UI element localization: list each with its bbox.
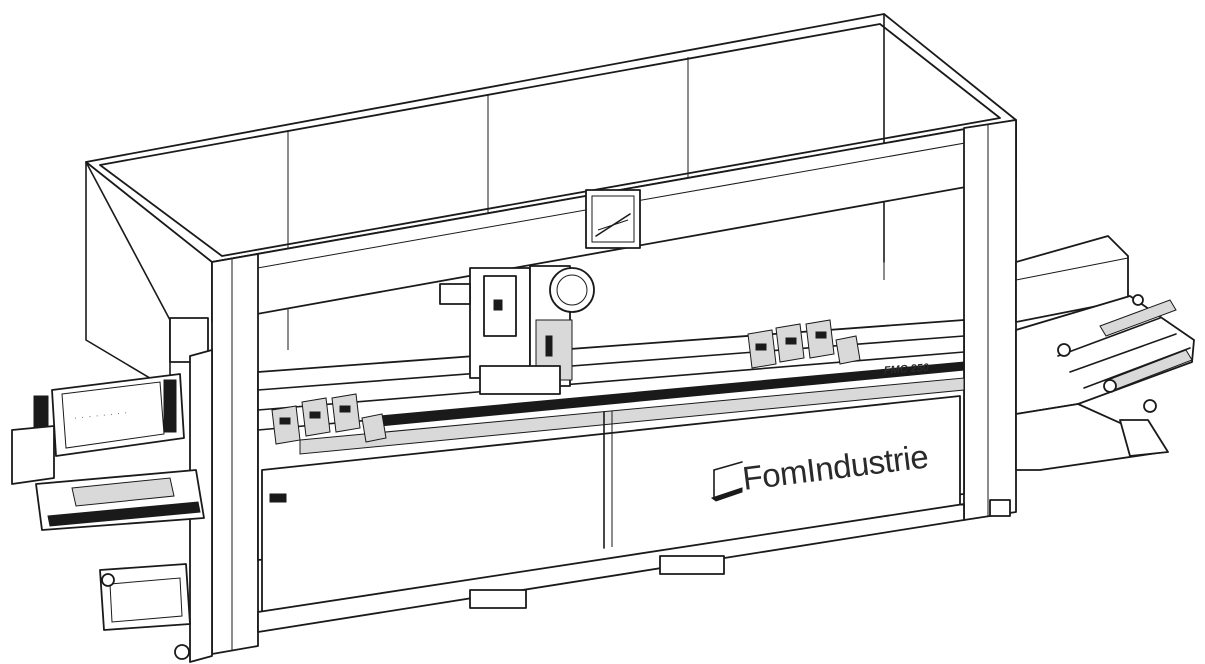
- clamps-right: [747, 319, 861, 369]
- exit-conveyor: [1015, 235, 1195, 471]
- spindle-head: [439, 265, 595, 395]
- brand-mark-icon: [710, 461, 743, 502]
- gantry-beam: [211, 119, 1017, 655]
- clamps-left: [271, 393, 387, 445]
- operator-console: · · · · · · · ·: [11, 317, 213, 663]
- machine-bed: [257, 319, 1011, 633]
- model-label: FMC 250: [883, 362, 930, 377]
